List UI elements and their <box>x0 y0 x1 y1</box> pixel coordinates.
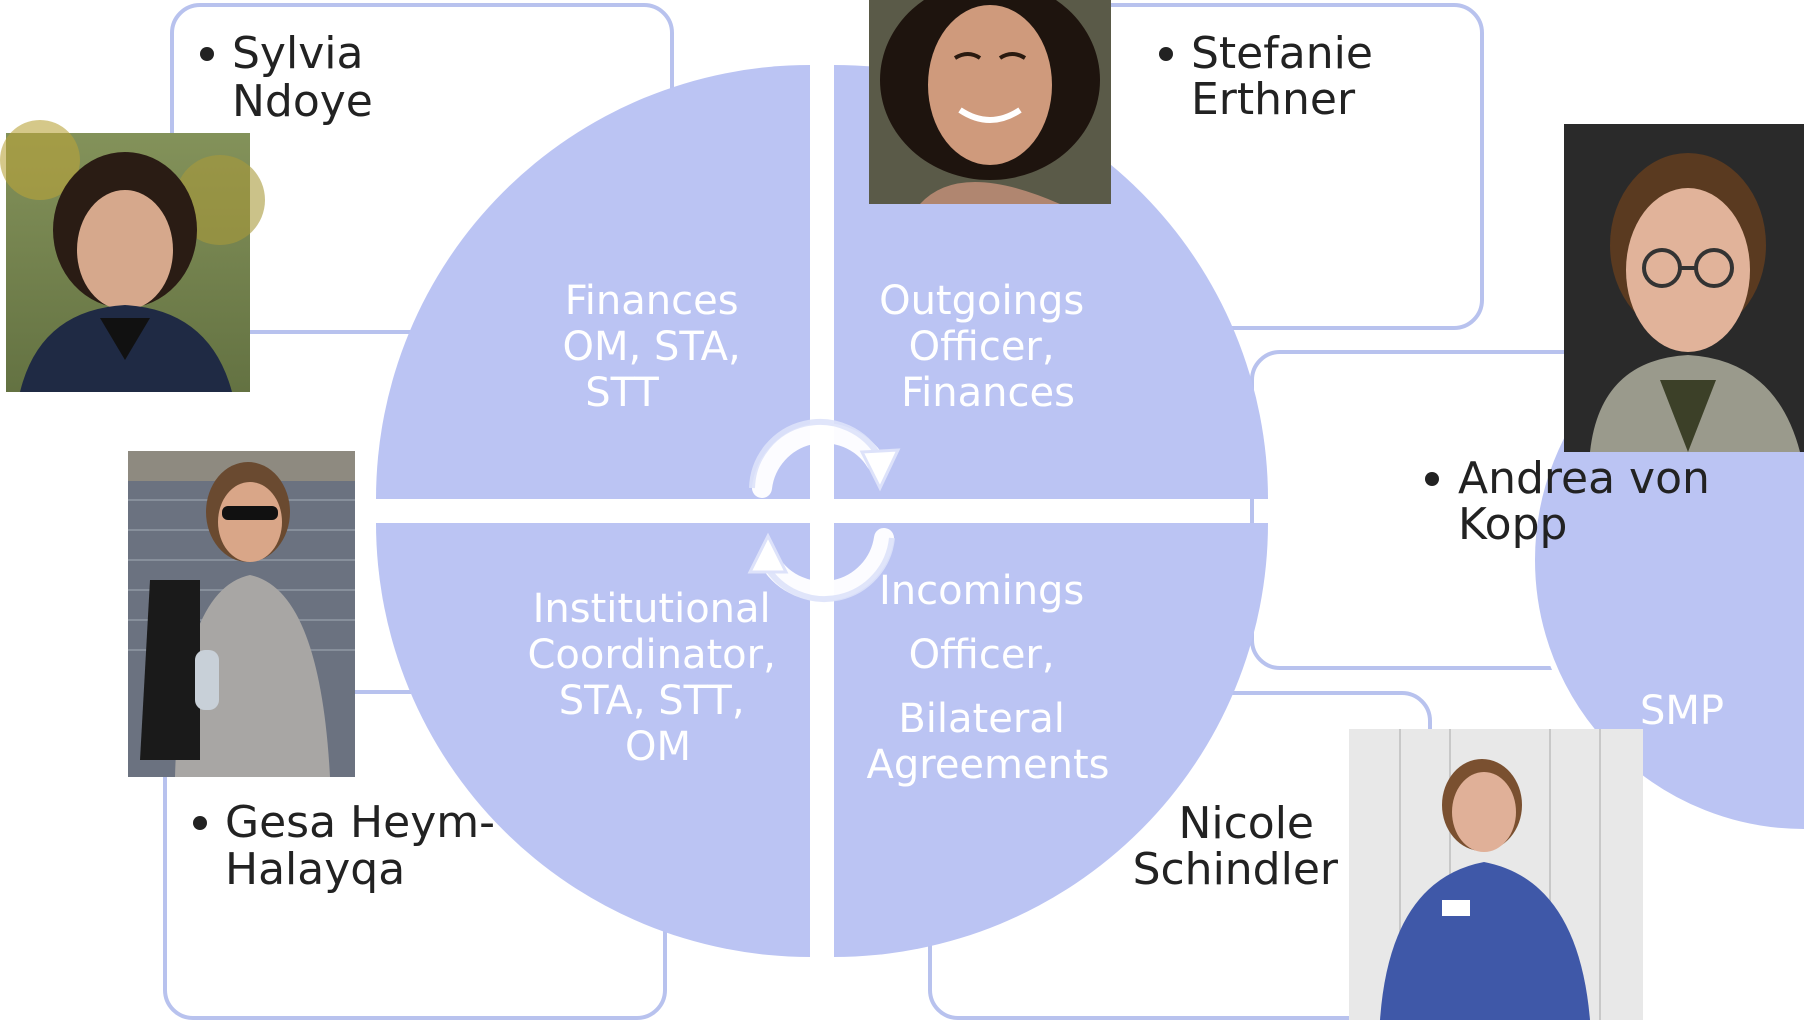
cycle-arrows-icon <box>747 418 901 603</box>
person-name-gesa: Gesa Heym- Halayqa <box>225 797 509 895</box>
person-name-andrea: Andrea von Kopp <box>1458 453 1724 550</box>
quadrant-label-bottom-left: Institutional Coordinator, STA, STT, OM <box>527 586 788 770</box>
bullet-icon <box>193 816 207 830</box>
person-nicole: Nicole Schindler <box>1133 798 1339 895</box>
quadrant-bottom-left <box>376 523 810 957</box>
photo-gesa <box>128 451 355 777</box>
quadrant-label-top-right: Outgoings Officer, Finances <box>879 278 1097 416</box>
photo-nicole <box>1349 729 1643 1020</box>
bullet-icon <box>1159 47 1173 61</box>
person-name-sylvia: Sylvia Ndoye <box>232 28 377 127</box>
person-andrea: Andrea von Kopp <box>1425 453 1724 550</box>
quadrant-bottom-right <box>834 523 1268 957</box>
bullet-icon <box>200 47 214 61</box>
bullet-icon <box>1425 472 1439 486</box>
quadrant-top-left <box>376 65 810 499</box>
photo-stefanie <box>869 0 1111 204</box>
role-quadrants <box>376 65 1268 957</box>
quadrant-label-bottom-right: Incomings Officer, Bilateral Agreements <box>867 568 1110 788</box>
person-name-stefanie: Stefanie Erthner <box>1191 28 1387 125</box>
person-gesa: Gesa Heym- Halayqa <box>193 797 509 895</box>
photo-sylvia <box>0 120 265 392</box>
quadrant-label-top-left: Finances OM, STA, STT <box>563 278 754 416</box>
person-sylvia: Sylvia Ndoye <box>200 28 377 127</box>
person-name-nicole: Nicole Schindler <box>1133 798 1339 895</box>
person-stefanie: Stefanie Erthner <box>1159 28 1387 125</box>
quadrant-label-smp: SMP <box>1640 688 1724 734</box>
photo-andrea <box>1564 124 1804 452</box>
